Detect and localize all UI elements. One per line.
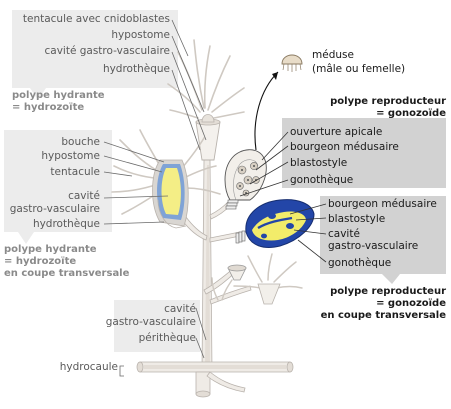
label-blastostyle: blastostyle xyxy=(290,157,347,169)
labels-meduse: méduse (mâle ou femelle) xyxy=(312,49,405,75)
labels-polype-coupe: bouche hypostome tentacule cavité gastro… xyxy=(4,136,130,279)
medusa xyxy=(254,54,303,151)
title-polype-coupe-2: = hydrozoïte xyxy=(4,256,76,267)
left-hydrante-section xyxy=(111,129,221,229)
box-polype-hydrante xyxy=(12,10,178,88)
label-gastro-coupe: gastro-vasculaire xyxy=(10,203,100,215)
box-polype-coupe xyxy=(4,130,112,232)
label-meduse: méduse xyxy=(312,49,354,61)
top-hydrante-polyp xyxy=(167,39,245,161)
label-boxes xyxy=(4,10,446,352)
label-tentacule: tentacule avec cnidoblastes xyxy=(23,13,170,25)
label-cavite-gono: cavité xyxy=(328,228,360,240)
label-cavite: cavité gastro-vasculaire xyxy=(44,45,170,57)
title-reproducteur-1: polype reproducteur xyxy=(330,96,446,107)
labels-polype-hydrante: tentacule avec cnidoblastes hypostome ca… xyxy=(12,13,170,113)
leader-lines xyxy=(103,19,327,377)
lower-polyps xyxy=(211,253,303,305)
title-polype-coupe-3: en coupe transversale xyxy=(4,268,130,279)
label-meduse-sexe: (mâle ou femelle) xyxy=(312,63,405,75)
labels-stolon: cavité gastro-vasculaire périthèque hydr… xyxy=(60,303,196,373)
title-polype-hydrante-2: = hydrozoïte xyxy=(12,102,84,113)
label-bourgeon-coupe: bourgeon médusaire xyxy=(328,198,437,210)
title-reproducteur-2: = gonozoïde xyxy=(376,108,446,119)
title-polype-hydrante-1: polype hydrante xyxy=(12,90,105,101)
box-gonozoide-coupe xyxy=(320,196,446,274)
label-perithque: périthèque xyxy=(139,332,196,344)
label-tentacule-coupe: tentacule xyxy=(50,166,100,178)
title-gonozoide-coupe-1: polype reproducteur xyxy=(330,286,446,297)
label-blastostyle-coupe: blastostyle xyxy=(328,213,385,225)
box-stolon xyxy=(114,300,200,352)
label-gonotheque-coupe: gonothèque xyxy=(328,257,391,269)
label-hydrotheque-coupe: hydrothèque xyxy=(33,218,100,230)
label-cavite-stolon: cavité xyxy=(164,303,196,315)
gonozoid-section xyxy=(235,199,315,248)
label-gastro-stolon: gastro-vasculaire xyxy=(106,316,196,328)
title-gonozoide-coupe-2: = gonozoïde xyxy=(376,298,446,309)
label-hypostome: hypostome xyxy=(111,29,170,41)
label-gonotheque: gonothèque xyxy=(290,174,353,186)
title-gonozoide-coupe-3: en coupe transversale xyxy=(321,310,447,321)
labels-gonozoide-coupe: bourgeon médusaire blastostyle cavité ga… xyxy=(321,198,447,321)
label-gastro-gono: gastro-vasculaire xyxy=(328,240,418,252)
labels-polype-reproducteur: polype reproducteur = gonozoïde ouvertur… xyxy=(290,96,446,186)
label-bourgeon: bourgeon médusaire xyxy=(290,141,399,153)
label-hypostome-coupe: hypostome xyxy=(41,150,100,162)
label-ouverture: ouverture apicale xyxy=(290,126,382,138)
title-polype-coupe-1: polype hydrante xyxy=(4,244,97,255)
label-hydrotheque: hydrothèque xyxy=(103,63,170,75)
box-polype-reproducteur xyxy=(282,118,446,188)
label-cavite-coupe: cavité xyxy=(68,190,100,202)
label-hydrocaule: hydrocaule xyxy=(60,361,118,373)
label-bouche: bouche xyxy=(61,136,100,148)
upper-gonozoid xyxy=(224,149,267,210)
